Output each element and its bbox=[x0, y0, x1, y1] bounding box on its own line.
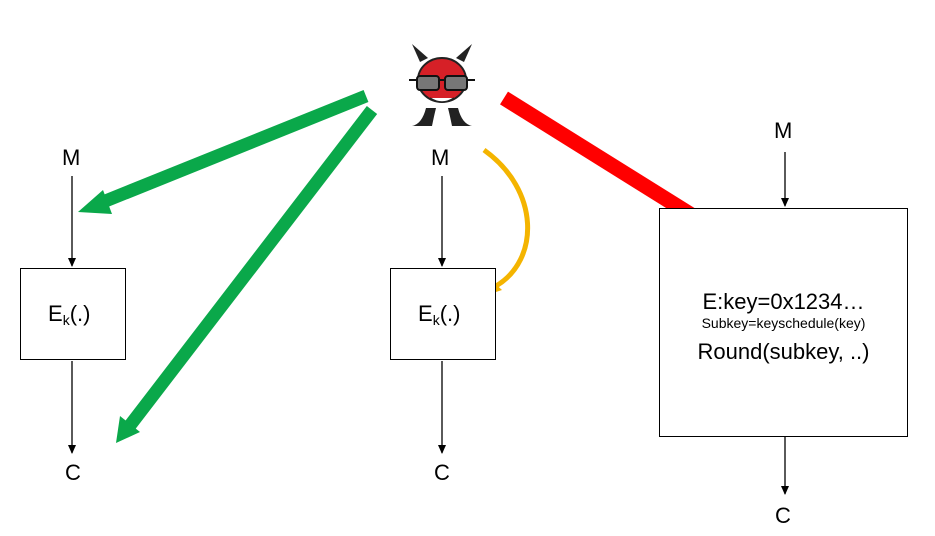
devil-attacker-icon bbox=[402, 42, 482, 132]
left-m-label: M bbox=[62, 145, 81, 170]
left-ek-label: Ek(.) bbox=[48, 301, 91, 328]
green-arrow-to-c bbox=[116, 106, 378, 443]
impl-key-line: E:key=0x1234… bbox=[702, 289, 865, 314]
mid-ek-box: Ek(.) bbox=[390, 268, 496, 360]
left-c-label: C bbox=[65, 460, 81, 485]
green-arrow-to-m bbox=[78, 89, 369, 214]
mid-c-label: C bbox=[434, 460, 450, 485]
impl-round-line: Round(subkey, ..) bbox=[697, 339, 870, 364]
right-c-label: C bbox=[775, 503, 791, 528]
implementation-box: E:key=0x1234… Subkey=keyschedule(key) Ro… bbox=[659, 208, 908, 437]
mid-m-label: M bbox=[431, 145, 450, 170]
left-ek-box: Ek(.) bbox=[20, 268, 126, 360]
impl-subkey-line: Subkey=keyschedule(key) bbox=[701, 315, 866, 331]
mid-ek-label: Ek(.) bbox=[418, 301, 461, 328]
right-m-label: M bbox=[774, 118, 793, 143]
